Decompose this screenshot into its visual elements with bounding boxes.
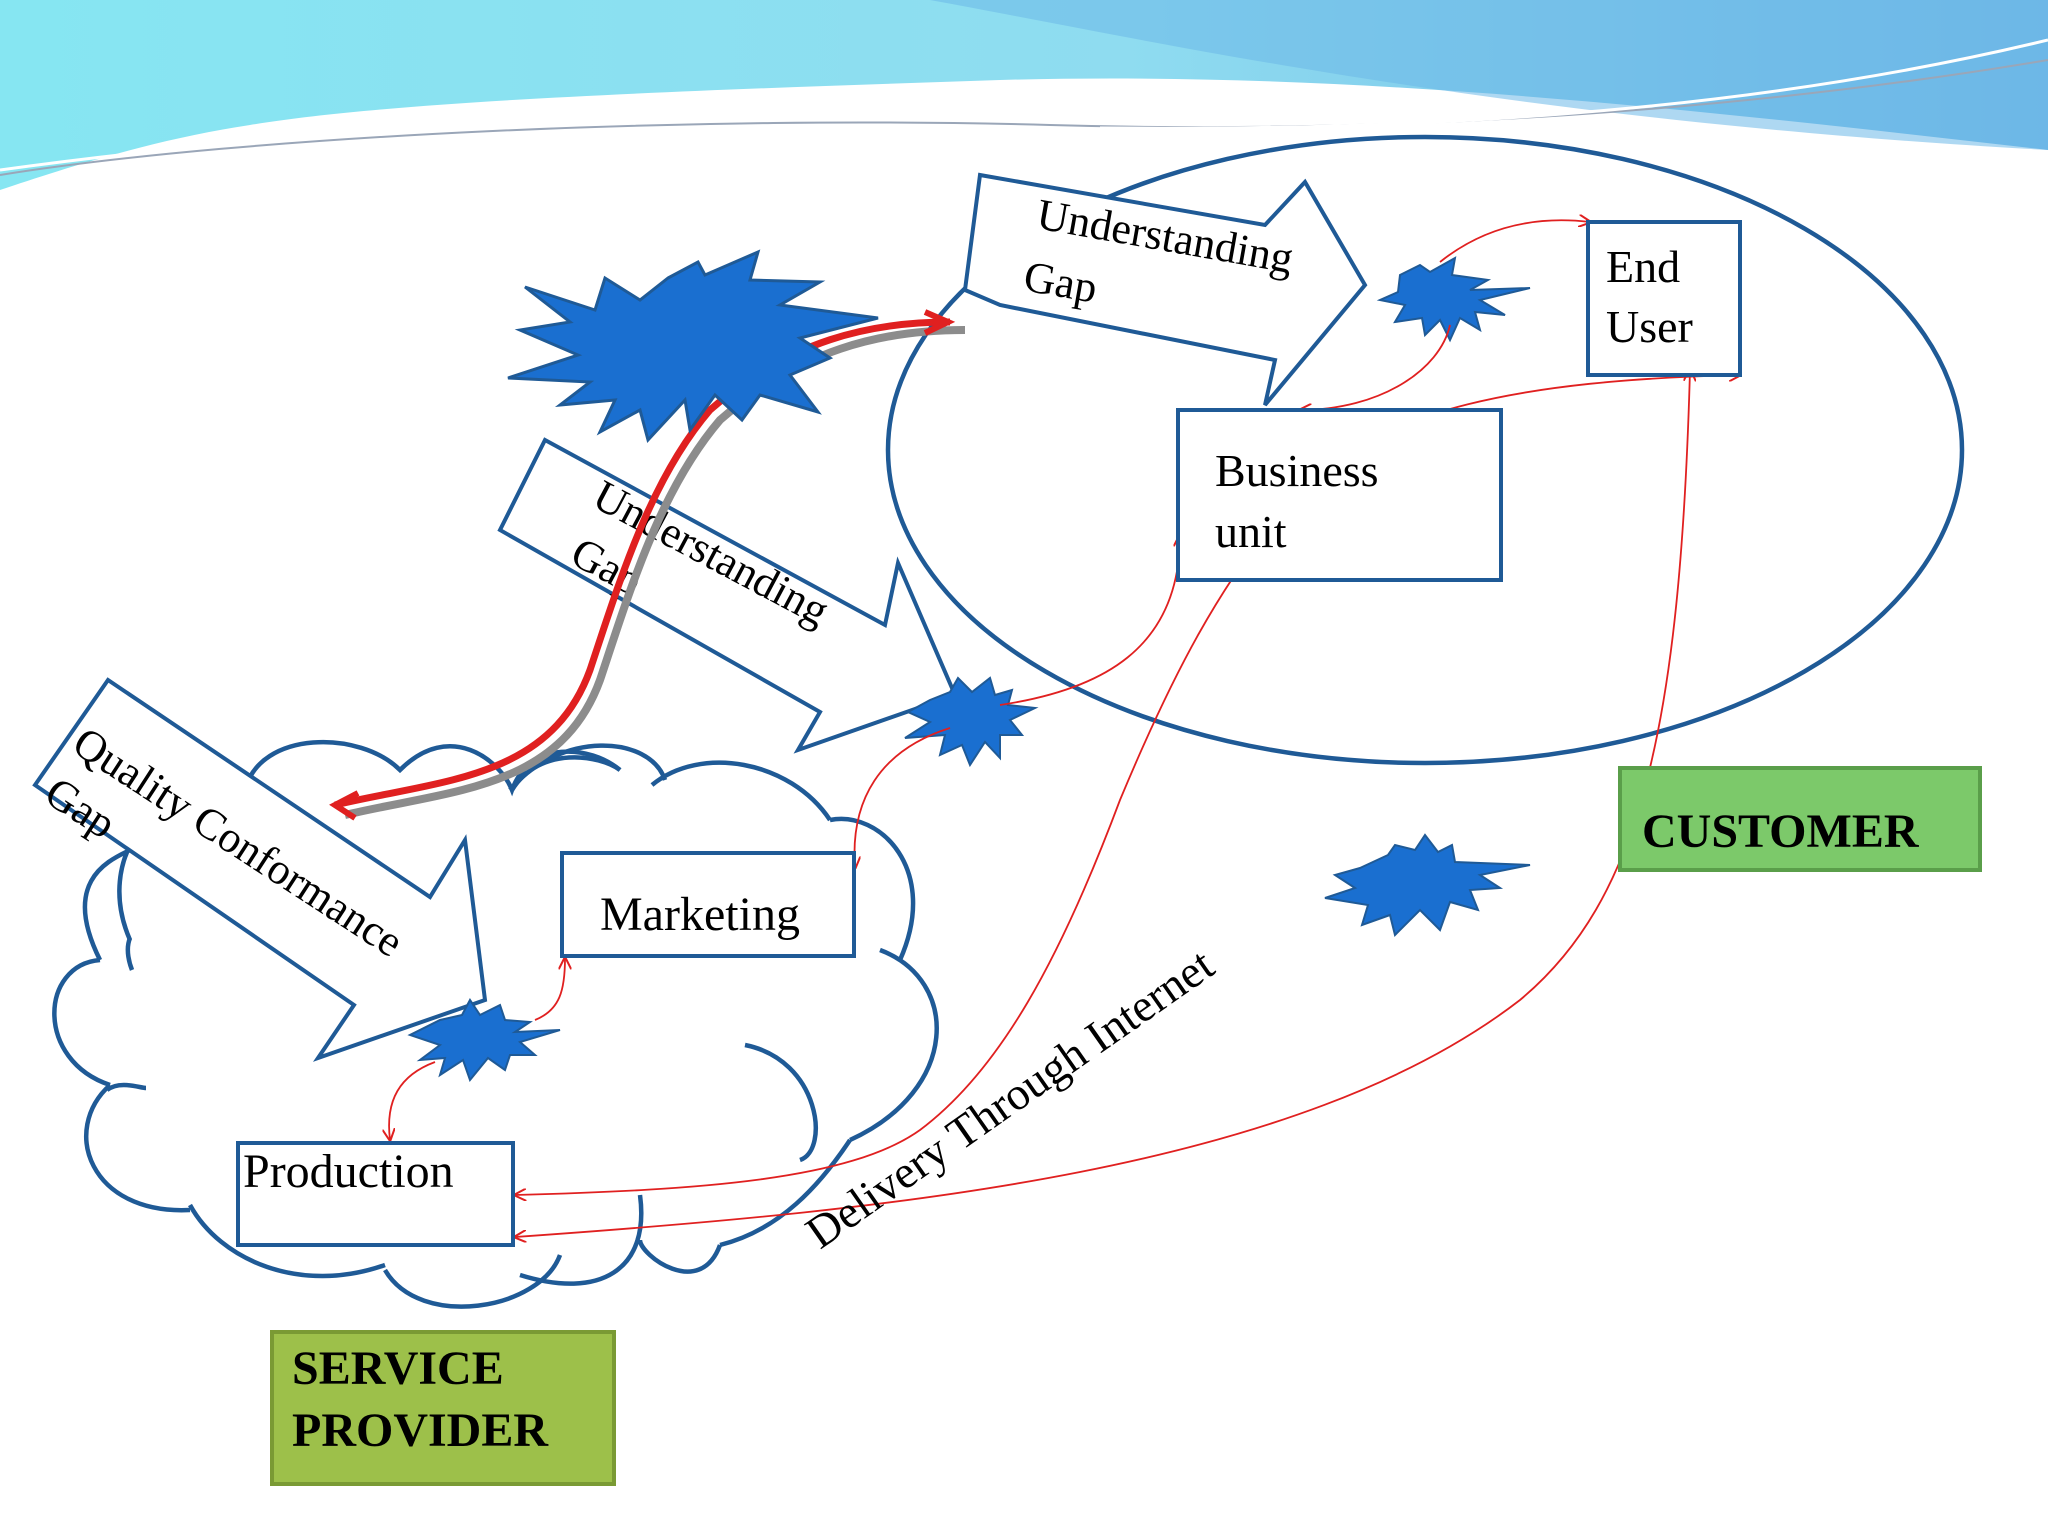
burst-small-top-right bbox=[1376, 256, 1531, 343]
delivery-through-internet-label: Delivery Through Internet bbox=[796, 938, 1222, 1258]
understanding-gap-arrow-middle: Understanding Gap bbox=[497, 437, 958, 754]
service-provider-line2: PROVIDER bbox=[292, 1404, 549, 1457]
understanding-gap-arrow-top: Understanding Gap bbox=[962, 172, 1368, 407]
service-provider-line1: SERVICE bbox=[292, 1342, 504, 1395]
marketing-label: Marketing bbox=[600, 888, 800, 941]
header-wave-decoration bbox=[0, 0, 2048, 190]
end-user-line1: End bbox=[1606, 241, 1680, 292]
business-unit-node: Business unit bbox=[1176, 408, 1503, 582]
burst-medium-right bbox=[1324, 833, 1531, 937]
end-user-line2: User bbox=[1606, 301, 1693, 352]
marketing-node: Marketing bbox=[560, 851, 856, 958]
business-unit-line2: unit bbox=[1215, 506, 1287, 557]
business-unit-line1: Business bbox=[1215, 445, 1379, 496]
customer-badge: CUSTOMER bbox=[1618, 766, 1982, 872]
production-node: Production bbox=[236, 1141, 515, 1247]
service-provider-badge: SERVICE PROVIDER bbox=[270, 1330, 616, 1486]
end-user-node: End User bbox=[1586, 220, 1742, 377]
customer-label: CUSTOMER bbox=[1642, 805, 1920, 858]
production-label: Production bbox=[243, 1145, 454, 1198]
